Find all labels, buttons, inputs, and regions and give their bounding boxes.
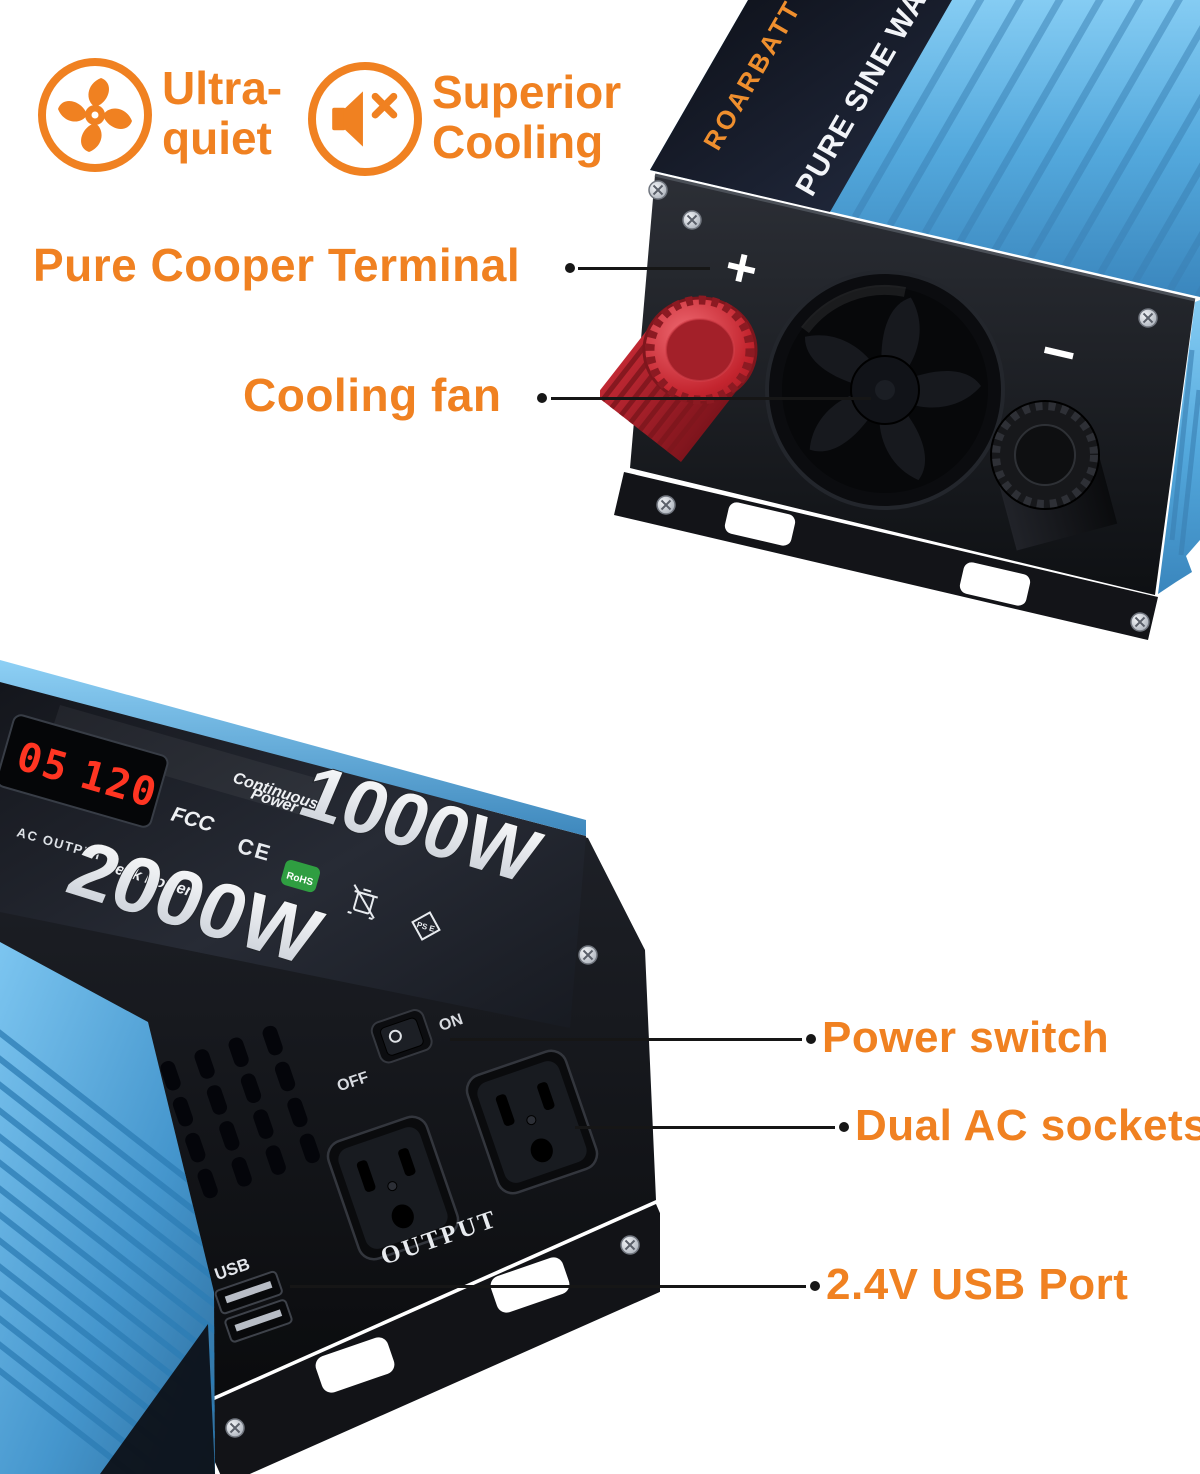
callout-pure-copper-terminal: Pure Cooper Terminal	[33, 239, 521, 291]
leader-line	[575, 1126, 835, 1129]
leader-line	[578, 267, 710, 270]
ultra-quiet-badge	[38, 58, 152, 172]
top-product-photo: ROARBATT PURE SINE WAVE I	[600, 0, 1200, 640]
brand-strip	[650, 0, 952, 212]
screw-icon	[656, 495, 676, 515]
callout-usb-port: 2.4V USB Port	[826, 1260, 1129, 1309]
callout-dual-ac-sockets: Dual AC sockets	[855, 1101, 1200, 1150]
negative-terminal	[990, 400, 1118, 551]
speaker-badge-circle	[308, 62, 422, 176]
ac-socket	[465, 1049, 599, 1195]
bullet-dot	[810, 1281, 820, 1291]
screw-icon	[648, 180, 668, 200]
leader-line	[290, 1285, 806, 1288]
bullet-dot	[537, 393, 547, 403]
positive-terminal	[600, 295, 758, 463]
panel-bevel	[654, 173, 1196, 302]
callout-power-switch: Power switch	[822, 1013, 1110, 1062]
flange-cutout	[724, 502, 796, 546]
flange-cutout	[959, 562, 1031, 606]
screw-icon	[225, 1418, 245, 1438]
fan-badge-circle	[38, 58, 152, 172]
switch-o-marking	[388, 1029, 402, 1043]
muted-speaker-icon	[332, 91, 398, 147]
bullet-dot	[839, 1122, 849, 1132]
ac-socket	[326, 1115, 460, 1261]
leader-line	[450, 1038, 802, 1041]
screw-icon	[578, 945, 598, 965]
switch-on-label: ON	[437, 1011, 465, 1035]
case-bottom-shadow	[100, 1324, 215, 1474]
vent-slots	[160, 1025, 320, 1199]
usb-ports: USB	[212, 1254, 293, 1343]
weee-bin-icon	[347, 884, 379, 921]
screw-icon	[620, 1235, 640, 1255]
superior-cooling-label: Superior Cooling	[432, 66, 622, 168]
mounting-flange	[614, 472, 1158, 640]
flange-cutout	[315, 1337, 395, 1393]
bullet-dot	[806, 1034, 816, 1044]
cooling-fan	[765, 270, 1005, 510]
screw-icon	[1138, 308, 1158, 328]
bottom-product-photo: 05 120 AC OUTPUT FCC Continuous Power 10…	[0, 660, 660, 1474]
leader-line	[551, 397, 871, 400]
top-edge-chamfer	[0, 660, 586, 836]
fan-icon	[58, 78, 132, 152]
screw-icon	[682, 210, 702, 230]
side-fins	[1169, 349, 1200, 556]
rohs-badge: RoHS	[281, 860, 321, 893]
callout-cooling-fan: Cooling fan	[243, 369, 502, 421]
bullet-dot	[565, 263, 575, 273]
ultra-quiet-label: Ultra- quiet	[162, 62, 283, 164]
led-display: 05 120	[0, 714, 169, 828]
screw-icon	[1130, 612, 1150, 632]
superior-cooling-badge	[308, 62, 422, 176]
